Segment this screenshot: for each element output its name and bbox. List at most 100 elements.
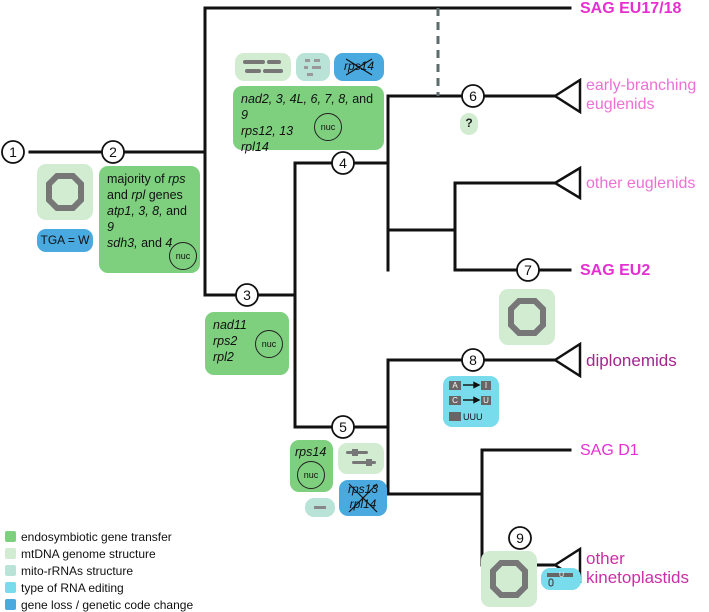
node-8-label: 8 [469, 352, 477, 368]
rna-editing-box-8: A I C U UUU [443, 376, 499, 427]
box2-text-4a: sdh3, [107, 236, 138, 250]
nuc-circle-top: nuc [314, 113, 342, 141]
maxicircle-fragments-icon [346, 449, 376, 466]
clade-triangle-diplonemids [552, 341, 582, 379]
node-6-circle [461, 84, 485, 108]
node-2-label: 2 [109, 144, 117, 160]
legend-label: endosymbiotic gene transfer [21, 530, 172, 544]
box2-text-2a: and [107, 188, 132, 202]
guide-rna-icon: U [547, 572, 573, 587]
legend-swatch [5, 531, 16, 542]
edit-a: A [452, 381, 458, 390]
node-5-label: 5 [339, 419, 347, 435]
gene-loss-box-top: rps14 [334, 53, 384, 81]
gene-loss-box-5: rps13 rpl14 [339, 480, 387, 516]
box3-text-1: nad11 [213, 318, 247, 332]
taxon-other-kinetoplastids: other kinetoplastids [586, 549, 690, 587]
box2-text-2c: genes [145, 188, 183, 202]
box2-text-4b: and [137, 236, 166, 250]
box2-text-3c: 9 [107, 220, 114, 234]
rrna-fragments-icon [304, 59, 321, 76]
boxtop-text-1b: and [348, 92, 374, 106]
cross-out-icon-5 [348, 483, 378, 513]
mito-rrna-box-top [296, 53, 330, 81]
lost-gene-1: rps13 [339, 482, 387, 496]
lost-gene-2-label: rpl14 [349, 497, 377, 511]
clade-triangle-other-euglenids [552, 165, 582, 201]
gene-transfer-box-2: majority of rps and rpl genes atp1, 3, 8… [99, 166, 200, 273]
nuc-circle-2: nuc [169, 242, 197, 270]
tga-label: TGA = W [40, 233, 90, 247]
box2-text-3b: and [162, 204, 187, 218]
gene-transfer-box-3: nad11 rps2 rpl2 nuc [205, 312, 289, 375]
box5-text-gene: rps14 [295, 445, 327, 459]
node-circles: 1 2 3 4 5 6 7 8 9 [1, 84, 540, 550]
legend-swatch [5, 599, 16, 610]
boxtop-text-3: rpl14 [241, 140, 269, 154]
boxtop-text-1c: 9 [241, 108, 248, 122]
circular-genome-icon [46, 173, 84, 211]
edit-i: I [485, 381, 487, 390]
mtdna-structure-box-2 [37, 164, 93, 220]
legend-label: type of RNA editing [21, 581, 124, 595]
taxon-early-branching-euglenids: early-branching euglenids [586, 77, 697, 113]
legend-label: gene loss / genetic code change [21, 598, 194, 612]
genetic-code-box: TGA = W [37, 229, 93, 252]
node-9-circle [508, 526, 532, 550]
legend-swatch [5, 548, 16, 559]
edit-u: U [483, 396, 489, 405]
cross-out-icon [345, 58, 373, 76]
nuc-circle-3: nuc [255, 330, 283, 358]
clade-triangle-early [552, 77, 582, 115]
circular-genome-icon-7 [508, 298, 546, 336]
node-1-circle [1, 140, 25, 164]
unknown-box-6: ? [460, 113, 478, 135]
box2-text-2b: rpl [131, 188, 146, 202]
node-5-circle [331, 415, 355, 439]
box2-text-1a: majority of [107, 172, 169, 186]
lost-gene-2: rpl14 [339, 497, 387, 511]
box2-text-4c: 4 [165, 236, 173, 250]
node-7-label: 7 [524, 262, 532, 278]
node-4-circle [331, 151, 355, 175]
box3-text-3: rpl2 [213, 350, 234, 364]
taxon-sag-eu2: SAG EU2 [580, 262, 651, 279]
edit-u-small: U [559, 572, 564, 579]
node-4-label: 4 [339, 155, 347, 171]
mtdna-structure-box-7 [499, 289, 555, 345]
question-mark: ? [465, 116, 473, 130]
mtdna-structure-box-top [235, 53, 291, 81]
node-1-label: 1 [9, 144, 17, 160]
legend-label: mito-rRNAs structure [21, 564, 134, 578]
gene-transfer-box-top: nad2, 3, 4L, 6, 7, 8, and 9 rps12, 13 rp… [233, 86, 384, 154]
nuc-circle-5: nuc [297, 461, 325, 489]
node-3-circle [235, 283, 259, 307]
rna-editing-box-9: U [541, 568, 581, 590]
mito-rrna-box-5 [305, 498, 335, 517]
legend-swatch [5, 565, 16, 576]
box3-text-2: rps2 [213, 334, 238, 348]
legend-swatch [5, 582, 16, 593]
taxon-sag-eu17-18: SAG EU17/18 [580, 0, 682, 17]
boxtop-text-1: nad2, 3, 4L, 6, 7, 8, [241, 92, 349, 106]
edit-c: C [452, 396, 458, 405]
box2-text-3a: atp1, 3, 8, [107, 204, 163, 218]
taxon-diplonemids: diplonemids [586, 351, 677, 370]
edit-uuu: UUU [463, 412, 483, 422]
gene-transfer-box-5: rps14 nuc [290, 440, 333, 492]
taxon-sag-d1: SAG D1 [580, 442, 639, 459]
node-3-label: 3 [243, 287, 251, 303]
node-7-circle [516, 258, 540, 282]
node-8-circle [461, 348, 485, 372]
legend-label: mtDNA genome structure [21, 547, 156, 561]
node-6-label: 6 [469, 88, 477, 104]
lost-gene-1-label: rps13 [347, 482, 379, 496]
node-9-label: 9 [516, 530, 524, 546]
boxtop-text-2: rps12, 13 [241, 124, 294, 138]
box2-text-1b: rps [168, 172, 186, 186]
mtdna-structure-box-9 [481, 551, 537, 607]
mtdna-structure-box-5 [338, 443, 384, 474]
rrna-small-icon [314, 506, 326, 509]
taxon-other-euglenids: other euglenids [586, 175, 696, 192]
